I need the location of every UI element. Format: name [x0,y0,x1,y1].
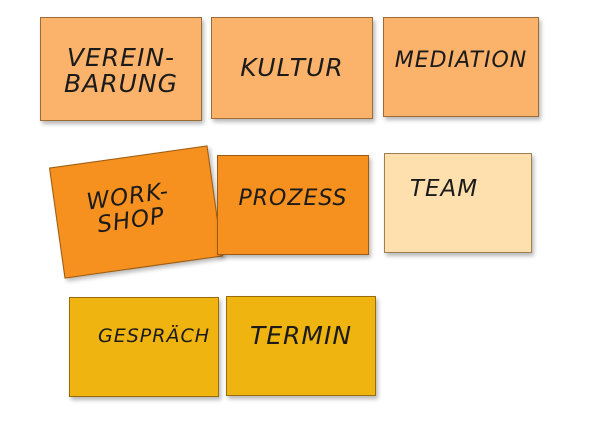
note-label: Prozess [238,186,348,212]
note-label: Termin [249,320,353,350]
sticky-note-team: Team [384,153,532,253]
note-label: Mediation [394,48,528,74]
sticky-note-kultur: Kultur [211,17,373,119]
note-label: Kultur [240,52,344,82]
note-label: Work- shop [84,178,171,239]
note-label: Team [409,175,479,202]
sticky-note-prozess: Prozess [217,155,369,255]
sticky-note-vereinbarung: Verein- barung [40,17,202,121]
note-label: Gespräch [98,325,210,348]
sticky-note-mediation: Mediation [383,17,539,117]
sticky-note-termin: Termin [226,296,376,396]
sticky-note-gespraech: Gespräch [69,297,219,397]
sticky-note-workshop: Work- shop [48,145,224,279]
note-label: Verein- barung [64,42,178,98]
